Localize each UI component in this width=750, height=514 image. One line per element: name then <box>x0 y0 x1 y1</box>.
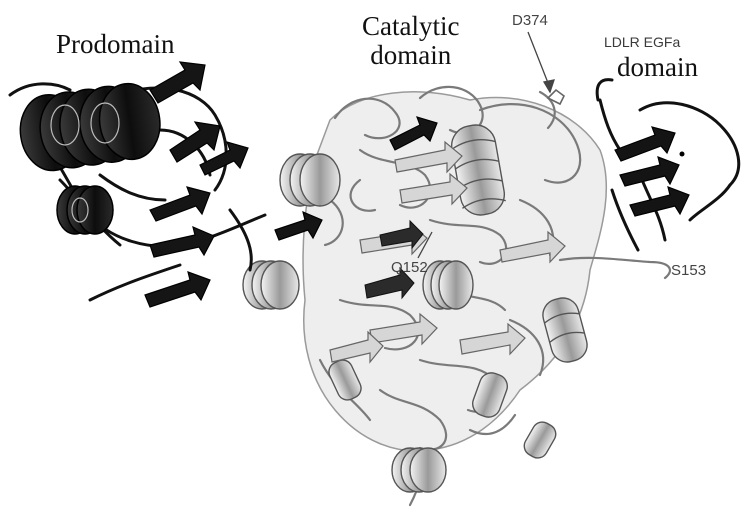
q152-residue-label: Q152 <box>391 259 428 276</box>
ldlr-egfa-label: LDLR EGFa <box>604 34 681 50</box>
catalytic-label-line2: domain <box>370 40 452 70</box>
egfa-domain-label: domain <box>617 52 698 82</box>
ldlr-egfa-domain <box>595 78 741 252</box>
prodomain <box>8 61 438 308</box>
d374-residue-marker <box>546 88 566 106</box>
prodomain-label: Prodomain <box>56 29 175 59</box>
catalytic-domain-label: Catalytic domain <box>362 12 459 70</box>
catalytic-label-line1: Catalytic <box>362 11 460 41</box>
d374-residue-label: D374 <box>512 12 548 29</box>
catalytic-dark-strands <box>364 219 424 300</box>
d374-pointer-arrow <box>527 31 555 94</box>
q152-pointer-line <box>417 231 433 259</box>
catalytic-helices <box>242 124 588 493</box>
s153-residue-label: S153 <box>671 262 707 279</box>
